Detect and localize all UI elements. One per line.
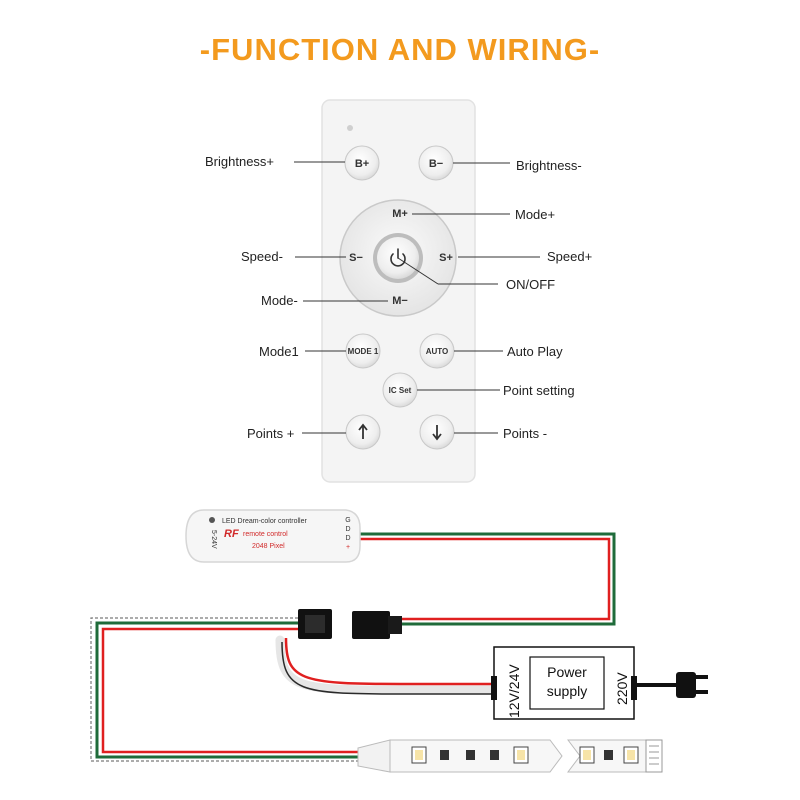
power-supply: 12V/24V Power supply 220V	[491, 646, 637, 720]
points-down-button[interactable]	[419, 414, 455, 450]
strip-led	[513, 746, 529, 764]
strip-led	[411, 746, 427, 764]
controller-pixels: 2048 Pixel	[252, 543, 285, 550]
ps-output-voltage: 220V	[614, 672, 630, 705]
rf-controller: LED Dream-color controller RF remote con…	[185, 509, 361, 563]
callout-lines	[294, 161, 540, 434]
controller-wire	[358, 532, 616, 626]
auto-button[interactable]: AUTO	[419, 333, 455, 369]
controller-voltage: 5-24V	[210, 530, 217, 549]
strip-led	[623, 746, 639, 764]
controller-rf: RF	[224, 528, 239, 540]
speed-minus-button[interactable]: S−	[349, 252, 363, 264]
label-auto-play: Auto Play	[507, 344, 563, 359]
ic-set-button-label: IC Set	[389, 386, 412, 395]
ps-input-voltage: 12V/24V	[506, 664, 522, 718]
controller-title: LED Dream-color controller	[222, 518, 307, 525]
brightness-plus-button[interactable]: B+	[344, 145, 380, 181]
controller-pin-d1: D	[345, 526, 350, 533]
label-point-setting: Point setting	[503, 383, 575, 398]
points-up-button[interactable]	[345, 414, 381, 450]
strip-resistor	[604, 750, 613, 760]
indicator-led	[347, 125, 353, 131]
led-strip	[357, 739, 663, 773]
ic-set-button[interactable]: IC Set	[382, 372, 418, 408]
controller-pin-plus: +	[346, 544, 350, 551]
arrow-down-icon	[432, 425, 442, 441]
controller-pin-g: G	[345, 517, 350, 524]
label-mode-plus: Mode+	[515, 207, 555, 222]
page-title: -FUNCTION AND WIRING-	[199, 32, 601, 67]
strip-resistor	[466, 750, 475, 760]
mains-plug	[636, 672, 708, 698]
brightness-minus-button-label: B−	[429, 158, 443, 170]
auto-button-label: AUTO	[426, 347, 449, 356]
controller-led	[209, 517, 215, 523]
brightness-plus-button-label: B+	[355, 158, 369, 170]
controller-subtitle: remote control	[243, 531, 288, 538]
jst-connector-female	[298, 609, 332, 639]
label-speed-plus: Speed+	[547, 249, 592, 264]
mode1-button-label: MODE 1	[348, 347, 379, 356]
strip-led	[579, 746, 595, 764]
remote-control: B+ B− M+ M− S− S+	[321, 99, 476, 483]
jst-connector-male	[352, 611, 402, 639]
mode1-button[interactable]: MODE 1	[345, 333, 381, 369]
power-icon	[390, 248, 406, 267]
mode-plus-button[interactable]: M+	[392, 208, 408, 220]
controller-pin-d2: D	[345, 535, 350, 542]
brightness-minus-button[interactable]: B−	[418, 145, 454, 181]
strip-wire	[90, 617, 390, 762]
label-points-plus: Points +	[247, 426, 294, 441]
ps-label-line2: supply	[547, 683, 587, 699]
label-points-minus: Points -	[503, 426, 547, 441]
speed-plus-button[interactable]: S+	[439, 252, 453, 264]
ps-label-line1: Power	[547, 664, 587, 680]
power-lead	[275, 635, 499, 695]
label-brightness-plus: Brightness+	[205, 154, 274, 169]
label-on-off: ON/OFF	[506, 277, 555, 292]
label-mode1: Mode1	[259, 344, 299, 359]
label-mode-minus: Mode-	[261, 293, 298, 308]
label-brightness-minus: Brightness-	[516, 158, 582, 173]
label-speed-minus: Speed-	[241, 249, 283, 264]
mode-minus-button[interactable]: M−	[392, 295, 408, 307]
arrow-up-icon	[358, 423, 368, 439]
strip-resistor	[440, 750, 449, 760]
strip-resistor	[490, 750, 499, 760]
